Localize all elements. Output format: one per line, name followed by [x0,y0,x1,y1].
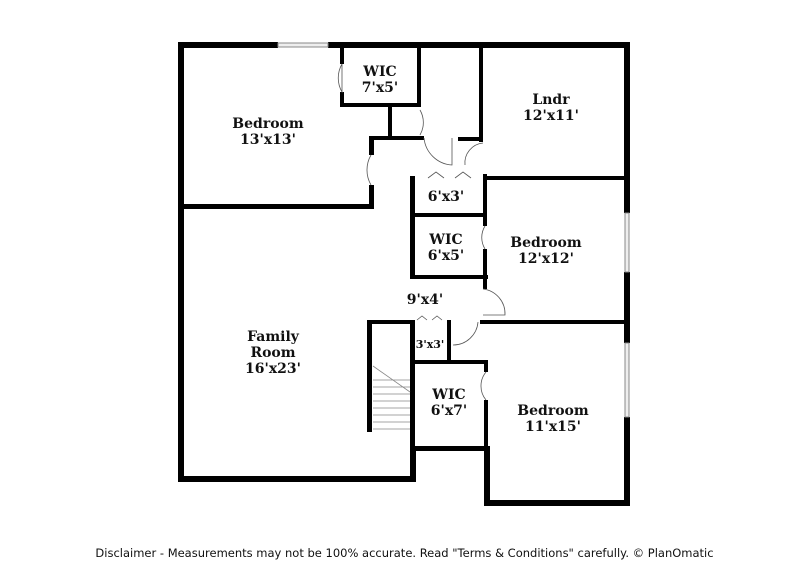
disclaimer: Disclaimer - Measurements may not be 100… [95,546,714,560]
room-size: 3'x3' [416,338,445,351]
room-size: 6'x7' [431,403,467,419]
stairs [372,365,411,430]
room-name: Bedroom [510,235,582,251]
room-name: WIC [362,64,396,80]
room-name: Lndr [532,92,570,108]
room-size: 9'x4' [407,292,443,308]
window [624,212,630,273]
room-name: Family [247,329,300,345]
room-size: 11'x15' [525,419,581,435]
room-size: 16'x23' [245,361,301,377]
room-name: WIC [431,387,465,403]
room-name: WIC [428,232,462,248]
room-name: Room [250,345,295,361]
windows [277,42,630,418]
room-name: Bedroom [517,403,589,419]
room-size: 6'x5' [428,248,464,264]
walls [178,42,630,506]
room-size: 12'x12' [518,251,574,267]
window [277,42,329,48]
room-size: 6'x3' [428,189,464,205]
window [624,342,630,418]
room-size: 7'x5' [362,80,398,96]
room-name: Bedroom [232,116,304,132]
room-size: 13'x13' [240,132,296,148]
room-size: 12'x11' [523,108,579,124]
doors [337,63,506,401]
